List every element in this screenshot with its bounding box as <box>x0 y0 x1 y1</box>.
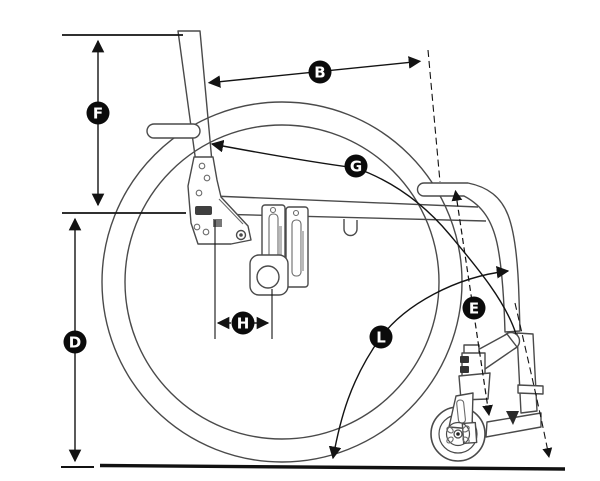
seat-rail <box>212 195 487 237</box>
hanger-microtext-left <box>279 226 282 264</box>
dim-letter-f: F <box>93 104 103 122</box>
dim-letter-g: G <box>350 157 362 175</box>
axle-plate-bracket <box>187 156 252 245</box>
dim-letter-h: H <box>237 314 250 332</box>
dim-label-l: L <box>369 325 393 349</box>
wheel-lock-badge <box>195 206 212 215</box>
dimension-labels: F B G D H E L <box>63 60 486 354</box>
dim-letter-e: E <box>469 299 479 317</box>
dim-H <box>214 220 273 339</box>
dim-label-b: B <box>308 60 332 84</box>
dim-letter-d: D <box>69 333 81 351</box>
ground-line <box>61 463 566 471</box>
dim-letter-l: L <box>376 328 386 346</box>
back-cane <box>177 30 213 164</box>
lock-slider <box>213 219 222 227</box>
dim-letter-b: B <box>314 63 325 81</box>
hanger-microtext-right <box>301 231 304 271</box>
dim-label-d: D <box>63 330 87 354</box>
hanger-bracket <box>249 204 309 296</box>
dim-label-h: H <box>231 311 255 335</box>
dim-label-e: E <box>462 296 486 320</box>
dim-label-f: F <box>86 101 110 125</box>
hanger-clamp <box>249 254 289 296</box>
rail-tab <box>343 219 358 237</box>
dim-label-g: G <box>344 154 368 178</box>
hanger-ball-knob <box>256 265 280 289</box>
armrest-tab <box>146 123 201 139</box>
frame-ground-extension <box>514 302 553 458</box>
